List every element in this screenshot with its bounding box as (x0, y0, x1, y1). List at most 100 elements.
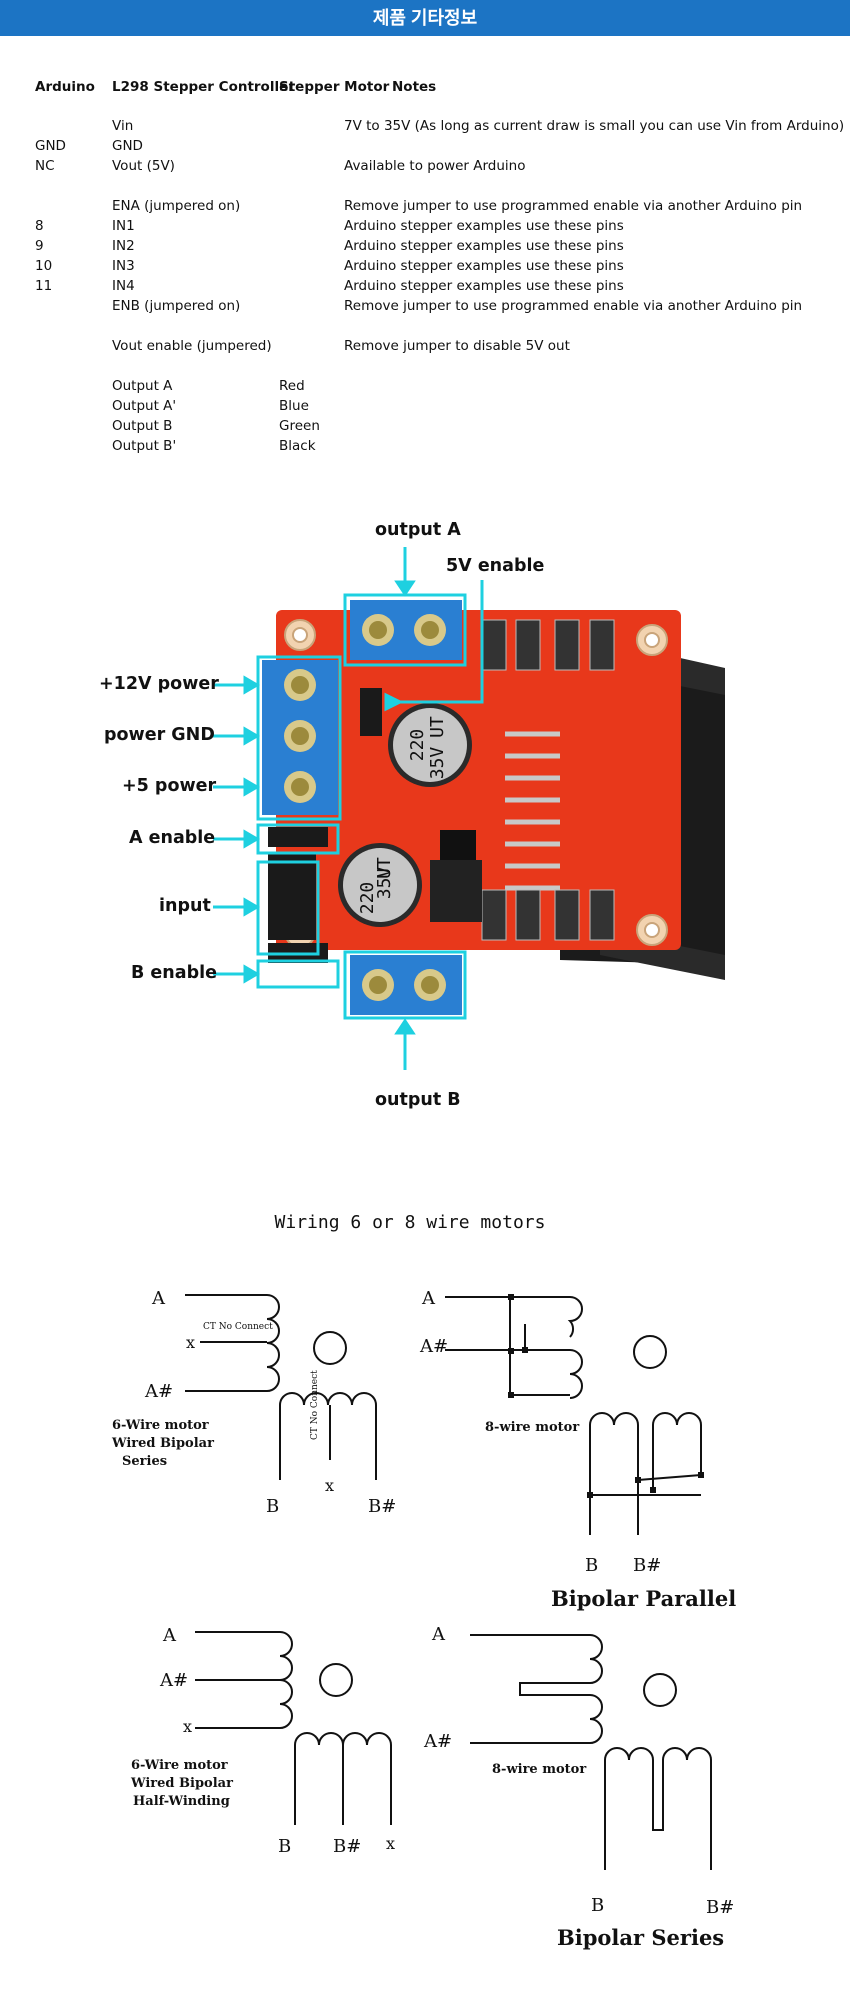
l298-board-illustration: 220 35V UT 220 35V UT (0, 500, 850, 1120)
table-cell-notes: 7V to 35V (As long as current draw is sm… (344, 118, 845, 134)
voltage-regulator (430, 860, 482, 922)
label-a-enable: A enable (129, 828, 216, 848)
capacitor-bottom: 220 35V UT (338, 843, 422, 927)
d4-title: Bipolar Series (557, 1925, 725, 1950)
table-cell-notes: Arduino stepper examples use these pins (344, 238, 624, 254)
capacitor-bottom-value: 220 (357, 882, 378, 915)
label-output-b: output B (375, 1090, 461, 1110)
d1-ct-side-label: CT No Connect (310, 1370, 320, 1440)
table-cell-controller: Output B' (112, 438, 177, 454)
d3-x-label: x (183, 1717, 193, 1736)
table-cell-notes: Available to power Arduino (344, 158, 526, 174)
capacitor-top-value: 220 (407, 729, 428, 762)
terminal-output-a (350, 600, 462, 660)
capacitor-top-brand: UT (427, 716, 448, 738)
table-cell-controller: Output A' (112, 398, 177, 414)
table-cell-arduino: NC (35, 158, 55, 174)
label-output-a: output A (375, 520, 461, 540)
d4-a-label: A (432, 1624, 445, 1645)
d3-caption-3: Half-Winding (133, 1794, 230, 1809)
d3-caption-1: 6-Wire motor (131, 1758, 228, 1773)
table-cell-controller: ENB (jumpered on) (112, 298, 241, 314)
capacitor-top: 220 35V UT (388, 703, 472, 787)
table-cell-motor: Red (279, 378, 305, 394)
table-cell-controller: Vin (112, 118, 134, 134)
capacitor-bottom-voltage: 35V (374, 867, 395, 900)
table-cell-controller: IN1 (112, 218, 135, 234)
table-cell-arduino: GND (35, 138, 66, 154)
page-header: 제품 기타정보 (0, 0, 850, 36)
d1-caption-3: Series (122, 1454, 168, 1469)
table-cell-arduino: 11 (35, 278, 53, 294)
d4-b-label: B (591, 1895, 605, 1916)
label-input: input (159, 896, 211, 916)
table-cell-arduino: 9 (35, 238, 44, 254)
d1-x-label: x (186, 1333, 196, 1352)
table-cell-motor: Black (279, 438, 316, 454)
wiring-diagrams (185, 1294, 712, 1870)
callout-arrows (213, 547, 416, 1070)
col-header-notes: Notes (392, 79, 437, 95)
label-12v-power: +12V power (99, 674, 219, 694)
l298-pins (505, 731, 560, 891)
d4-caption: 8-wire motor (492, 1762, 587, 1777)
table-cell-notes: Remove jumper to use programmed enable v… (344, 298, 803, 314)
d2-a-label: A (422, 1288, 435, 1309)
diodes (481, 619, 615, 941)
table-cell-controller: IN3 (112, 258, 135, 274)
d2-caption: 8-wire motor (485, 1420, 580, 1435)
col-header-controller: L298 Stepper Controller (112, 79, 295, 95)
d3-b-label: B (278, 1836, 292, 1857)
header-pins (268, 688, 382, 963)
label-5v-enable: 5V enable (446, 556, 545, 576)
table-cell-controller: Output A (112, 378, 173, 394)
table-cell-notes: Arduino stepper examples use these pins (344, 258, 624, 274)
d3-x2-label: x (386, 1834, 396, 1853)
label-b-enable: B enable (131, 963, 217, 983)
table-cell-notes: Arduino stepper examples use these pins (344, 278, 624, 294)
diagram-8wire-parallel (445, 1296, 702, 1535)
table-cell-motor: Blue (279, 398, 309, 414)
table-cell-controller: Vout enable (jumpered) (112, 338, 272, 354)
d3-caption-2: Wired Bipolar (131, 1776, 233, 1791)
callouts (256, 580, 484, 1020)
d2-b-sharp-label: B# (633, 1555, 662, 1576)
diagram-8wire-series (470, 1634, 712, 1870)
table-cell-controller: Output B (112, 418, 173, 434)
table-cell-controller: GND (112, 138, 143, 154)
table-cell-controller: ENA (jumpered on) (112, 198, 241, 214)
d2-a-sharp-label: A# (420, 1336, 449, 1357)
board-svg: 220 35V UT 220 35V UT (213, 547, 725, 1070)
d1-a-sharp-label: A# (145, 1381, 174, 1402)
terminal-output-b (350, 955, 462, 1015)
d4-b-sharp-label: B# (706, 1897, 735, 1918)
label-5-power: +5 power (122, 776, 217, 796)
table-cell-motor: Green (279, 418, 320, 434)
label-power-gnd: power GND (104, 725, 215, 745)
d1-caption-1: 6-Wire motor (112, 1418, 209, 1433)
table-cell-controller: IN2 (112, 238, 135, 254)
d1-a-label: A (152, 1288, 165, 1309)
table-cell-controller: Vout (5V) (112, 158, 175, 174)
d2-b-label: B (585, 1555, 599, 1576)
table-cell-arduino: 8 (35, 218, 44, 234)
d1-ct-top-label: CT No Connect (203, 1322, 273, 1332)
d1-caption-2: Wired Bipolar (112, 1436, 214, 1451)
col-header-motor: Stepper Motor (279, 79, 390, 95)
d3-a-label: A (163, 1625, 176, 1646)
table-cell-notes: Remove jumper to use programmed enable v… (344, 198, 803, 214)
d4-a-sharp-label: A# (424, 1731, 453, 1752)
terminal-power (262, 660, 338, 815)
table-cell-controller: IN4 (112, 278, 135, 294)
d3-a-sharp-label: A# (160, 1670, 189, 1691)
table-cell-notes: Remove jumper to disable 5V out (344, 338, 570, 354)
d2-title: Bipolar Parallel (551, 1586, 737, 1611)
diagram-6wire-half (195, 1631, 392, 1825)
capacitor-top-voltage: 35V (427, 747, 448, 780)
capacitor-bottom-brand: UT (374, 857, 395, 879)
table-cell-arduino: 10 (35, 258, 53, 274)
d1-b-sharp-label: B# (368, 1496, 397, 1517)
pin-table: Arduino L298 Stepper Controller Stepper … (0, 0, 850, 470)
d1-x2-label: x (325, 1476, 335, 1495)
d3-b-sharp-label: B# (333, 1836, 362, 1857)
